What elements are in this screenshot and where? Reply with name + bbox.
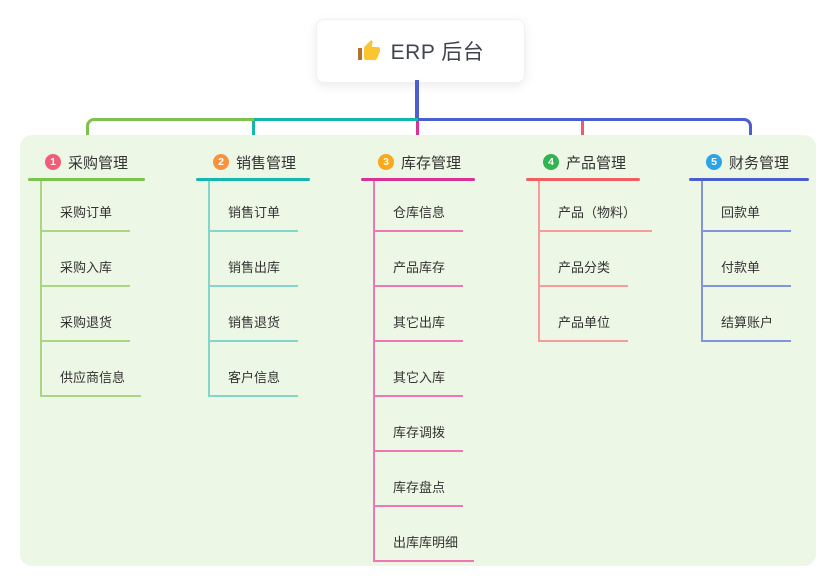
branch-title: 产品管理 [566,154,627,172]
node-item[interactable]: 付款单 [703,232,791,287]
node-item-label: 客户信息 [228,370,281,386]
node-item-label: 销售出库 [228,260,281,276]
connector-drop-inventory [416,121,419,148]
node-item[interactable]: 仓库信息 [375,181,463,232]
branch-inventory-items: 仓库信息 产品库存 其它出库 其它入库 库存调拨 库存盘点 出库库明细 [373,181,475,562]
node-item-label: 库存调拨 [393,425,446,441]
node-item[interactable]: 采购订单 [42,181,130,232]
node-item[interactable]: 采购入库 [42,232,130,287]
node-item-label: 销售订单 [228,205,281,221]
branch-sales: 2 销售管理 销售订单 销售出库 销售退货 客户信息 [196,151,310,397]
connector-drop-product [581,121,584,148]
branch-purchase-items: 采购订单 采购入库 采购退货 供应商信息 [40,181,145,397]
thumbs-up-icon [357,40,380,60]
node-item[interactable]: 产品单位 [540,287,628,342]
branches-panel [20,135,816,566]
node-item-label: 产品分类 [558,260,611,276]
node-item-label: 产品（物料） [558,205,637,221]
node-item[interactable]: 回款单 [703,181,791,232]
node-item-label: 产品库存 [393,260,446,276]
branch-title: 库存管理 [401,154,462,172]
branch-number-badge: 4 [543,154,559,170]
node-item[interactable]: 产品分类 [540,232,628,287]
connector-bracket-finance [418,118,752,148]
branch-number-badge: 5 [706,154,722,170]
node-item[interactable]: 结算账户 [703,287,791,342]
node-item-label: 付款单 [721,260,761,276]
node-item-label: 采购入库 [60,260,113,276]
node-item[interactable]: 库存调拨 [375,397,463,452]
node-item-label: 销售退货 [228,315,281,331]
node-item[interactable]: 其它出库 [375,287,463,342]
node-item-label: 仓库信息 [393,205,446,221]
branch-sales-items: 销售订单 销售出库 销售退货 客户信息 [208,181,310,397]
branch-title: 采购管理 [68,154,129,172]
branch-inventory: 3 库存管理 仓库信息 产品库存 其它出库 其它入库 库存调拨 库存盘点 出库库… [361,151,475,562]
branch-purchase: 1 采购管理 采购订单 采购入库 采购退货 供应商信息 [28,151,145,397]
connector-drop-sales [252,121,255,148]
connector-bracket-purchase [86,118,254,148]
connector-root-drop [415,80,419,119]
node-item[interactable]: 销售订单 [210,181,298,232]
node-item-label: 回款单 [721,205,761,221]
node-item[interactable]: 销售出库 [210,232,298,287]
root-node-erp[interactable]: ERP 后台 [316,19,525,83]
node-item[interactable]: 出库库明细 [375,507,475,562]
node-item-label: 库存盘点 [393,480,446,496]
node-item[interactable]: 产品库存 [375,232,463,287]
root-node-label: ERP 后台 [390,41,485,64]
branch-underline [689,178,809,181]
node-item-label: 其它出库 [393,315,446,331]
branch-finance-items: 回款单 付款单 结算账户 [701,181,809,342]
node-item-label: 结算账户 [721,315,774,331]
branch-inventory-node[interactable]: 3 库存管理 [361,151,475,173]
branch-underline [196,178,310,181]
branch-underline [526,178,640,181]
node-item-label: 出库库明细 [393,535,459,551]
branch-product: 4 产品管理 产品（物料） 产品分类 产品单位 [526,151,653,342]
node-item[interactable]: 其它入库 [375,342,463,397]
node-item[interactable]: 供应商信息 [42,342,142,397]
branch-number-badge: 3 [378,154,394,170]
branch-purchase-node[interactable]: 1 采购管理 [28,151,145,173]
branch-finance: 5 财务管理 回款单 付款单 结算账户 [689,151,809,342]
branch-product-node[interactable]: 4 产品管理 [526,151,640,173]
node-item-label: 供应商信息 [60,370,126,386]
node-item-label: 采购订单 [60,205,113,221]
branch-number-badge: 2 [213,154,229,170]
node-item-label: 采购退货 [60,315,113,331]
node-item-label: 产品单位 [558,315,611,331]
branch-number-badge: 1 [45,154,61,170]
connector-segment-sales [254,118,418,121]
node-item[interactable]: 销售退货 [210,287,298,342]
branch-title: 销售管理 [236,154,297,172]
node-item[interactable]: 客户信息 [210,342,298,397]
node-item[interactable]: 库存盘点 [375,452,463,507]
branch-underline [361,178,475,181]
node-item[interactable]: 产品（物料） [540,181,653,232]
node-item-label: 其它入库 [393,370,446,386]
branch-product-items: 产品（物料） 产品分类 产品单位 [538,181,653,342]
branch-underline [28,178,145,181]
node-item[interactable]: 采购退货 [42,287,130,342]
branch-finance-node[interactable]: 5 财务管理 [689,151,809,173]
branch-sales-node[interactable]: 2 销售管理 [196,151,310,173]
branch-title: 财务管理 [729,154,790,172]
